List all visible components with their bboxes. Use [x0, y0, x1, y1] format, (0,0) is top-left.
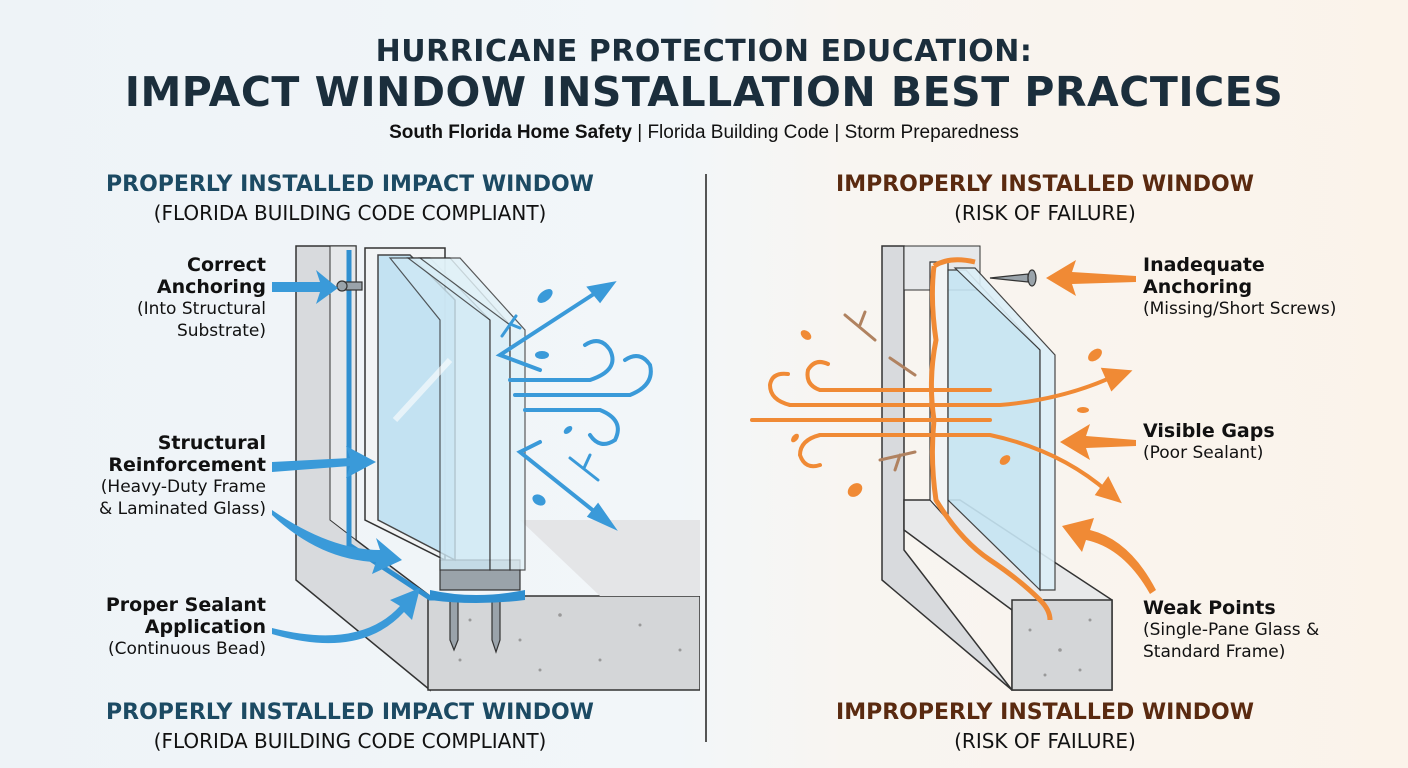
subtitle-bold: South Florida Home Safety	[389, 122, 632, 143]
gap-sealant-icon	[928, 265, 1053, 621]
callout-arrow-icon	[272, 270, 420, 644]
wind-penetrate-icon	[750, 360, 1133, 504]
callout-title: Anchoring	[156, 276, 266, 298]
callout-desc: (Into Structural	[136, 299, 266, 319]
wind-deflect-icon	[495, 281, 653, 531]
triple-pane-window-icon	[377, 254, 526, 571]
callout-desc: Standard Frame)	[1143, 642, 1286, 662]
callout-title: Proper Sealant	[105, 594, 266, 616]
right-footer-title: IMPROPERLY INSTALLED WINDOW	[836, 700, 1254, 725]
callout-title: Structural	[157, 432, 266, 454]
callout-desc: (Heavy-Duty Frame	[100, 477, 266, 497]
callout-desc: & Laminated Glass)	[98, 499, 266, 519]
subtitle-sep: |	[631, 122, 648, 143]
left-footer-sub: (FLORIDA BUILDING CODE COMPLIANT)	[153, 729, 547, 753]
improper-window-illustration	[750, 245, 1156, 691]
twig-icon	[843, 310, 917, 472]
concrete-sill-icon	[903, 499, 1113, 691]
callout-desc: Substrate)	[176, 321, 266, 341]
left-footer: PROPERLY INSTALLED IMPACT WINDOW (FLORID…	[40, 700, 660, 753]
callout-structural-reinforcement: Structural Reinforcement (Heavy-Duty Fra…	[40, 432, 266, 520]
callout-inadequate-anchoring: Inadequate Anchoring (Missing/Short Scre…	[1143, 254, 1383, 320]
callout-arrow-icon	[1046, 260, 1156, 594]
callout-visible-gaps: Visible Gaps (Poor Sealant)	[1143, 420, 1383, 464]
subtitle-sep: |	[829, 122, 845, 143]
right-heading-title: IMPROPERLY INSTALLED WINDOW	[836, 172, 1254, 197]
callout-title: Reinforcement	[108, 454, 266, 476]
callout-proper-sealant: Proper Sealant Application (Continuous B…	[40, 594, 266, 660]
callout-title: Weak Points	[1143, 597, 1276, 619]
callout-desc: (Missing/Short Screws)	[1143, 299, 1337, 319]
callout-desc: (Continuous Bead)	[107, 639, 266, 659]
callout-desc: (Single-Pane Glass &	[1143, 620, 1320, 640]
left-heading: PROPERLY INSTALLED IMPACT WINDOW (FLORID…	[40, 172, 660, 225]
callout-correct-anchoring: Correct Anchoring (Into Structural Subst…	[60, 254, 266, 342]
left-heading-sub: (FLORIDA BUILDING CODE COMPLIANT)	[153, 201, 547, 225]
screw-icon	[336, 280, 501, 654]
callout-title: Visible Gaps	[1143, 420, 1275, 442]
title-line-2: IMPACT WINDOW INSTALLATION BEST PRACTICE…	[124, 68, 1284, 116]
right-heading: IMPROPERLY INSTALLED WINDOW (RISK OF FAI…	[745, 172, 1345, 225]
left-footer-title: PROPERLY INSTALLED IMPACT WINDOW	[106, 700, 594, 725]
loose-screw-icon	[989, 269, 1037, 287]
leaf-icon	[791, 330, 1102, 497]
subtitle-part: Florida Building Code	[647, 122, 830, 143]
panel-divider	[705, 174, 707, 742]
callout-title: Anchoring	[1143, 276, 1253, 298]
title-line-1: HURRICANE PROTECTION EDUCATION:	[375, 34, 1033, 69]
leaf-icon	[532, 289, 573, 506]
right-footer: IMPROPERLY INSTALLED WINDOW (RISK OF FAI…	[755, 700, 1335, 753]
callout-weak-points: Weak Points (Single-Pane Glass & Standar…	[1143, 597, 1383, 663]
left-heading-title: PROPERLY INSTALLED IMPACT WINDOW	[106, 172, 594, 197]
twig-icon	[500, 314, 600, 482]
callout-desc: (Poor Sealant)	[1143, 443, 1264, 463]
callout-title: Application	[144, 616, 266, 638]
callout-title: Inadequate	[1143, 254, 1265, 276]
callout-title: Correct	[187, 254, 266, 276]
subtitle-part: Storm Preparedness	[844, 122, 1019, 143]
proper-window-illustration	[272, 245, 700, 692]
subtitle: South Florida Home Safety | Florida Buil…	[0, 122, 1408, 144]
right-footer-sub: (RISK OF FAILURE)	[954, 729, 1136, 753]
right-heading-sub: (RISK OF FAILURE)	[954, 201, 1136, 225]
double-pane-window-icon	[929, 261, 1056, 592]
